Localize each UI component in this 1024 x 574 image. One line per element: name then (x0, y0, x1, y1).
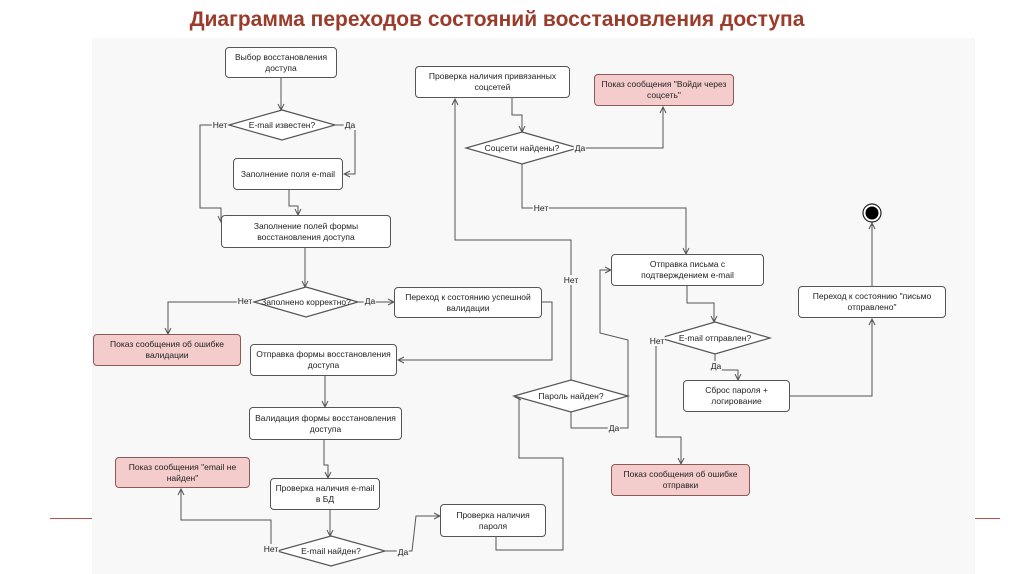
transition-arrow (398, 301, 553, 360)
state-check-socials: Проверка наличия привязанных соцсетей (415, 66, 570, 98)
state-submit-form: Отправка формы восстановления доступа (250, 344, 397, 376)
state-email-not-found: Показ сообщения "email не найден" (115, 457, 250, 488)
transition-arrow (790, 319, 872, 397)
state-send-email: Отправка письма с подтверждением e-mail (611, 254, 764, 286)
transition-arrow (199, 124, 229, 222)
edge-label-no: Нет (236, 296, 254, 306)
state-check-email-db: Проверка наличия e-mail в БД (270, 478, 380, 510)
decorative-rule-left (50, 518, 92, 519)
transition-arrow (511, 98, 522, 132)
decision-diamond (657, 321, 773, 355)
final-state-dot (865, 206, 879, 220)
slide-title: Диаграмма переходов состояний восстановл… (189, 8, 805, 31)
decision-diamond (463, 131, 581, 165)
transition-arrow (385, 516, 440, 552)
decision-filled-correctly: Заполнено корректно? (261, 297, 351, 307)
edge-label-yes: Да (709, 361, 723, 371)
state-fill-form: Заполнение полей формы восстановления до… (221, 215, 391, 248)
decision-email-sent: E-mail отправлен? (678, 333, 752, 343)
edge-label-no: Нет (262, 544, 280, 554)
decision-diamond (251, 286, 361, 318)
decision-email-known: E-mail известен? (248, 120, 316, 130)
decision-diamond (274, 535, 388, 567)
state-validation-error: Показ сообщения об ошибке валидации (93, 334, 241, 366)
edge-label-yes: Да (363, 296, 377, 306)
edge-label-no: Нет (648, 336, 666, 346)
decision-password-found: Пароль найден? (538, 391, 604, 401)
decorative-rule-right (975, 518, 1000, 519)
edge-label-yes: Да (573, 143, 587, 153)
transition-arrow (578, 107, 663, 149)
transition-arrow (181, 489, 277, 552)
decision-diamond (511, 379, 631, 413)
state-email-sent: Переход к состоянию "письмо отправлено" (798, 286, 946, 318)
state-validation-success: Переход к состоянию успешной валидации (394, 287, 542, 318)
edge-label-no: Нет (532, 203, 550, 213)
edge-label-no: Нет (211, 120, 229, 130)
decision-diamond (226, 109, 338, 141)
transition-arrow (323, 440, 328, 478)
transition-arrow (455, 99, 572, 380)
transition-arrow (288, 190, 298, 215)
edge-label-yes: Да (343, 120, 357, 130)
transition-arrow (521, 164, 686, 254)
state-fill-email: Заполнение поля e-mail (233, 158, 343, 190)
state-send-error: Показ сообщения об ошибке отправки (611, 464, 750, 496)
decision-email-found: E-mail найден? (301, 546, 361, 556)
edge-label-yes: Да (396, 547, 410, 557)
state-check-password: Проверка наличия пароля (440, 504, 546, 537)
transition-arrow (570, 270, 629, 429)
state-select-recovery: Выбор восстановления доступа (225, 47, 337, 78)
transition-arrow (168, 301, 254, 334)
edge-label-yes: Да (607, 423, 621, 433)
transition-arrow (686, 286, 714, 322)
state-login-via-social: Показ сообщения "Войди через соцсеть" (594, 74, 734, 106)
state-reset-password: Сброс пароля + логирование (683, 380, 790, 412)
edge-label-no: Нет (562, 275, 580, 285)
decision-socials-found: Соцсети найдены? (484, 143, 560, 153)
transition-arrow (655, 337, 681, 464)
state-validate-form: Валидация формы восстановления доступа (249, 407, 402, 440)
